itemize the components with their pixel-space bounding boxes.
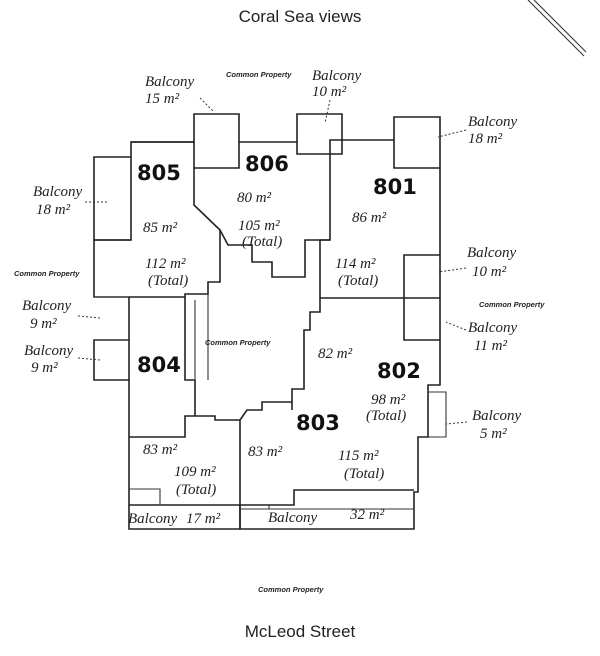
balcony-803-bottom-label: Balcony bbox=[268, 510, 317, 526]
balcony-802-top-area: 11 m² bbox=[474, 338, 507, 354]
unit-802-outline bbox=[239, 298, 440, 421]
common-property-left-label: Common Property bbox=[14, 269, 80, 278]
balcony-802-right-area: 5 m² bbox=[480, 426, 507, 442]
balcony-805-left-label: Balcony bbox=[33, 184, 82, 200]
unit-804-total-label: (Total) bbox=[176, 482, 216, 498]
unit-805-total: 112 m² bbox=[145, 256, 186, 272]
coral-sea-views-label: Coral Sea views bbox=[238, 7, 362, 26]
balcony-802-right-label: Balcony bbox=[472, 408, 521, 424]
unit-806-area: 80 m² bbox=[237, 190, 272, 206]
balcony-806-right-area: 10 m² bbox=[312, 84, 347, 100]
balcony-806-left-area: 15 m² bbox=[145, 91, 180, 107]
unit-805-total-label: (Total) bbox=[148, 273, 188, 289]
balcony-802-top-label: Balcony bbox=[468, 320, 517, 336]
unit-801-outline bbox=[319, 140, 440, 299]
unit-803-total-label: (Total) bbox=[344, 466, 384, 482]
unit-804-number: 804 bbox=[137, 353, 181, 377]
central-common-outline bbox=[194, 294, 209, 380]
unit-802-total-label: (Total) bbox=[366, 408, 406, 424]
common-property-bottom-label: Common Property bbox=[258, 585, 324, 594]
unit-803-number: 803 bbox=[296, 411, 340, 435]
balcony-804-bottom-outline bbox=[129, 488, 414, 510]
balcony-804-bottom-label: Balcony bbox=[128, 511, 177, 527]
unit-806-number: 806 bbox=[245, 152, 289, 176]
unit-805-number: 805 bbox=[137, 161, 181, 185]
unit-804-total: 109 m² bbox=[174, 464, 216, 480]
balcony-803-bottom-area: 32 m² bbox=[349, 507, 385, 523]
unit-802-area: 82 m² bbox=[318, 346, 353, 362]
unit-804-area: 83 m² bbox=[143, 442, 178, 458]
common-property-center-label: Common Property bbox=[205, 338, 271, 347]
balcony-801-top-area: 18 m² bbox=[468, 131, 503, 147]
leader-lines bbox=[77, 97, 468, 425]
balcony-801-top-label: Balcony bbox=[468, 114, 517, 130]
balcony-804-upper-area: 9 m² bbox=[30, 316, 57, 332]
unit-801-number: 801 bbox=[373, 175, 417, 199]
balcony-805-left-outline bbox=[93, 156, 131, 241]
balcony-806-right-label: Balcony bbox=[312, 68, 361, 84]
balcony-806-left-label: Balcony bbox=[145, 74, 194, 90]
unit-806-total: 105 m² bbox=[238, 218, 280, 234]
balcony-804-left-outline bbox=[94, 296, 129, 341]
unit-803-804-outline bbox=[128, 297, 414, 530]
unit-802-number: 802 bbox=[377, 359, 421, 383]
balcony-804-upper-label: Balcony bbox=[22, 298, 71, 314]
unit-805-area: 85 m² bbox=[143, 220, 178, 236]
unit-801-area: 86 m² bbox=[352, 210, 387, 226]
balcony-805-left-area: 18 m² bbox=[36, 202, 71, 218]
unit-801-total-label: (Total) bbox=[338, 273, 378, 289]
balcony-804-lower-label: Balcony bbox=[24, 343, 73, 359]
balcony-801-right-area: 10 m² bbox=[472, 264, 507, 280]
balcony-801-right-label: Balcony bbox=[467, 245, 516, 261]
unit-802-total: 98 m² bbox=[371, 392, 406, 408]
common-property-right-label: Common Property bbox=[479, 300, 545, 309]
balcony-804-bottom-area: 17 m² bbox=[186, 511, 221, 527]
unit-803-area: 83 m² bbox=[248, 444, 283, 460]
unit-806-total-label: (Total) bbox=[242, 234, 282, 250]
unit-805-outline bbox=[129, 141, 221, 298]
balcony-804-lower-area: 9 m² bbox=[31, 360, 58, 376]
corner-marker bbox=[527, 0, 587, 57]
unit-801-total: 114 m² bbox=[335, 256, 376, 272]
unit-803-total: 115 m² bbox=[338, 448, 379, 464]
balcony-802-right-outline bbox=[428, 391, 447, 438]
unit-806-outline bbox=[194, 139, 343, 278]
mcleod-street-label: McLeod Street bbox=[244, 622, 356, 641]
common-property-top-label: Common Property bbox=[226, 70, 292, 79]
